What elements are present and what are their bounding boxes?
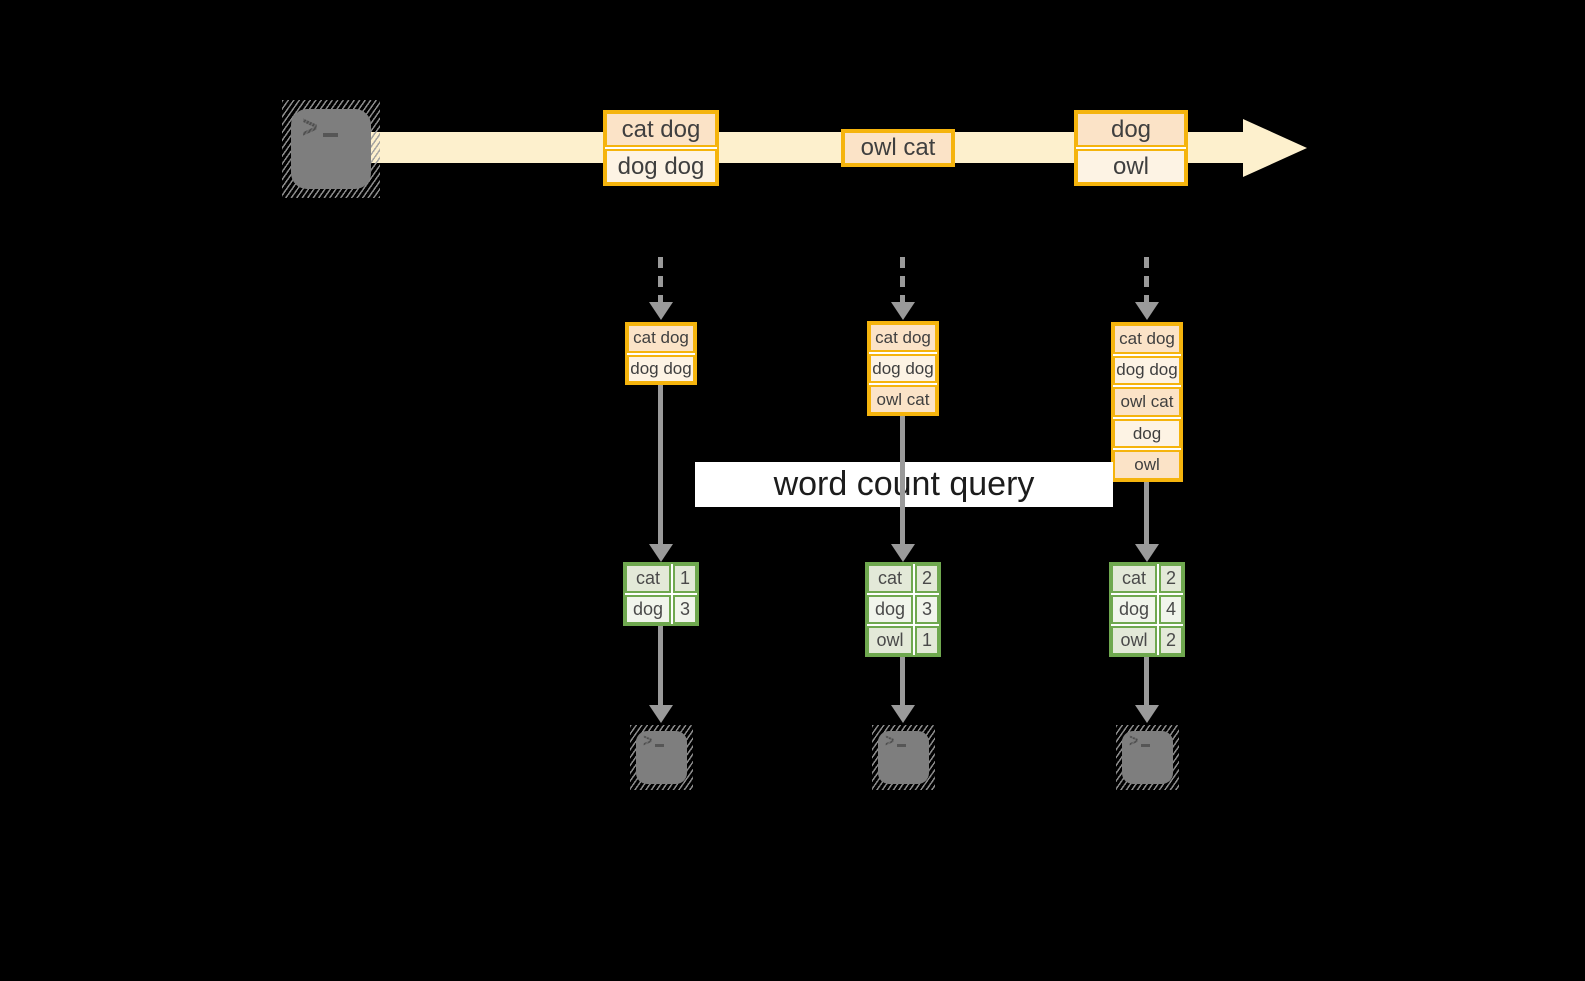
down-arrow bbox=[1144, 482, 1149, 544]
arrowhead-icon bbox=[891, 705, 915, 723]
stream-batch-line: owl cat bbox=[843, 131, 953, 165]
input-table-line: dog dog bbox=[869, 354, 937, 383]
terminal-prompt-icon: > bbox=[1129, 732, 1151, 751]
arrowhead-icon bbox=[1135, 705, 1159, 723]
input-table-line: owl bbox=[1113, 450, 1181, 480]
word-cell: dog bbox=[1111, 595, 1157, 624]
stream-batch-line: owl bbox=[1076, 149, 1186, 184]
count-cell: 3 bbox=[673, 595, 697, 624]
arrowhead-icon bbox=[1135, 544, 1159, 562]
stream-batch-line: dog bbox=[1076, 112, 1186, 147]
input-table-line: cat dog bbox=[627, 324, 695, 353]
arrowhead-icon bbox=[649, 705, 673, 723]
word-cell: cat bbox=[867, 564, 913, 593]
word-cell: cat bbox=[625, 564, 671, 593]
input-table-line: owl cat bbox=[1113, 387, 1181, 417]
stream-batch-2: owl cat bbox=[841, 129, 955, 167]
count-cell: 3 bbox=[915, 595, 939, 624]
terminal-screen bbox=[636, 731, 687, 784]
terminal-prompt-icon: > bbox=[643, 732, 665, 751]
stream-arrowhead-icon bbox=[1243, 119, 1307, 177]
sink-terminal-icon: > bbox=[630, 725, 693, 790]
arrowhead-icon bbox=[649, 302, 673, 320]
down-arrow bbox=[900, 657, 905, 705]
arrowhead-icon bbox=[649, 544, 673, 562]
input-table-line: owl cat bbox=[869, 385, 937, 414]
count-cell: 1 bbox=[673, 564, 697, 593]
input-table-line: cat dog bbox=[869, 323, 937, 352]
count-cell: 1 bbox=[915, 626, 939, 655]
arrowhead-icon bbox=[1135, 302, 1159, 320]
down-arrow bbox=[658, 626, 663, 705]
dashed-down-arrow bbox=[1144, 257, 1149, 303]
terminal-screen bbox=[1122, 731, 1173, 784]
terminal-screen bbox=[291, 109, 371, 189]
dashed-down-arrow bbox=[658, 257, 663, 303]
terminal-prompt-icon: > bbox=[885, 732, 907, 751]
word-cell: owl bbox=[867, 626, 913, 655]
arrowhead-icon bbox=[891, 302, 915, 320]
terminal-prompt-icon: > bbox=[302, 111, 338, 142]
sink-terminal-icon: > bbox=[872, 725, 935, 790]
down-arrow bbox=[900, 416, 905, 544]
count-cell: 2 bbox=[1159, 626, 1183, 655]
down-arrow bbox=[1144, 657, 1149, 705]
stream-batch-line: dog dog bbox=[605, 149, 717, 184]
sink-terminal-icon: > bbox=[1116, 725, 1179, 790]
down-arrow bbox=[658, 385, 663, 544]
source-terminal-icon: > bbox=[282, 100, 380, 198]
word-cell: cat bbox=[1111, 564, 1157, 593]
count-cell: 2 bbox=[915, 564, 939, 593]
word-cell: dog bbox=[867, 595, 913, 624]
count-cell: 2 bbox=[1159, 564, 1183, 593]
count-cell: 4 bbox=[1159, 595, 1183, 624]
arrowhead-icon bbox=[891, 544, 915, 562]
word-cell: owl bbox=[1111, 626, 1157, 655]
dashed-down-arrow bbox=[900, 257, 905, 303]
input-table-line: dog bbox=[1113, 418, 1181, 449]
input-table-line: dog dog bbox=[627, 354, 695, 383]
stream-batch-line: cat dog bbox=[605, 112, 717, 147]
word-cell: dog bbox=[625, 595, 671, 624]
terminal-screen bbox=[878, 731, 929, 784]
input-table-line: dog dog bbox=[1113, 355, 1181, 386]
input-table-line: cat dog bbox=[1113, 324, 1181, 354]
